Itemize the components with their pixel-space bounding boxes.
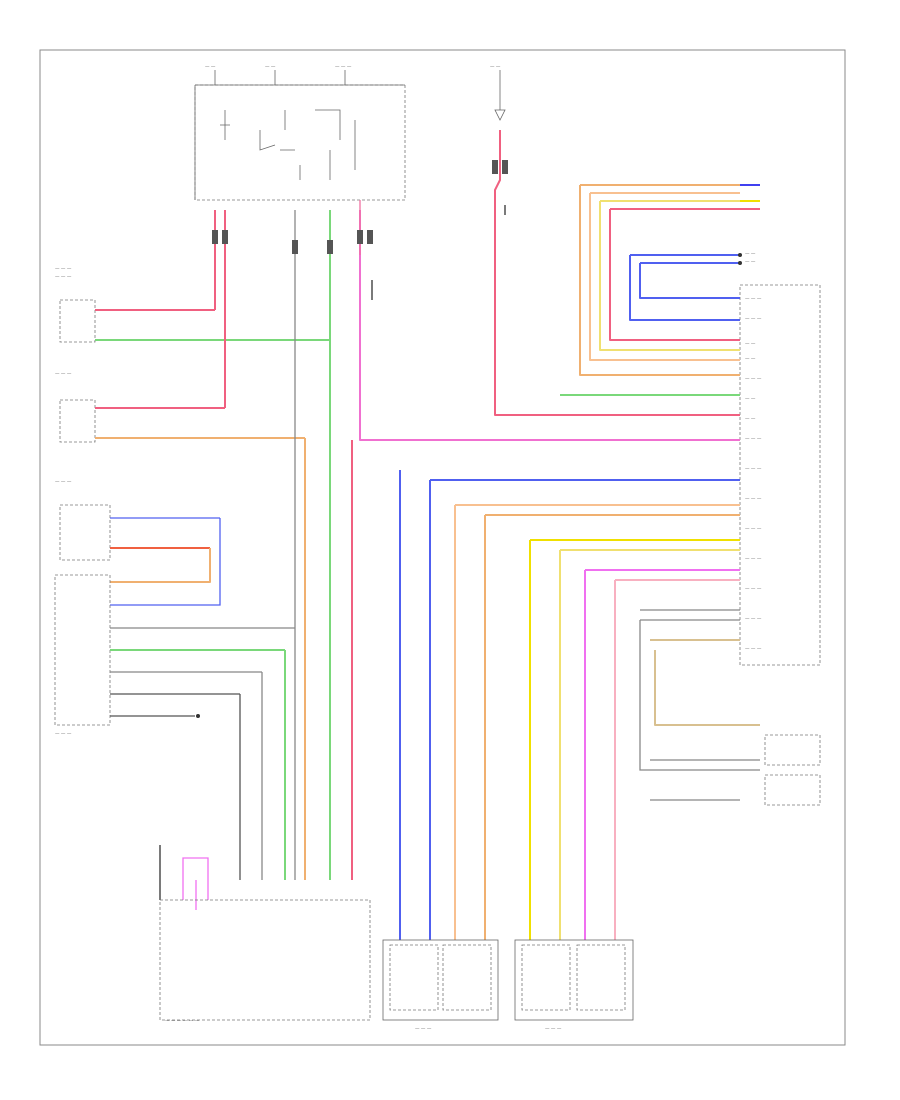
left-module-1: — — — — — —	[55, 210, 331, 343]
svg-text:— —: — —	[745, 252, 756, 257]
top-right-connector: — — — —	[580, 184, 760, 265]
left-module-4: — — —	[54, 574, 295, 737]
svg-text:— —: — —	[745, 260, 756, 265]
svg-text:— — —: — — —	[745, 527, 762, 532]
right-sensor-leads	[639, 609, 821, 806]
svg-text:— — —: — — —	[745, 437, 762, 442]
svg-text:— —: — —	[490, 65, 501, 70]
bottom-control-module: — — — — — —	[159, 899, 371, 1024]
svg-text:— — —: — — —	[415, 1027, 432, 1032]
svg-text:— —: — —	[745, 342, 756, 347]
right-module: — — — — — — — — — — — — — — — — — — — — …	[739, 284, 821, 666]
fuse-detail-right: — —	[490, 65, 506, 121]
left-module-2: — — —	[55, 210, 305, 443]
connector-marks	[212, 160, 508, 254]
svg-text:— — —: — — —	[745, 377, 762, 382]
svg-text:— — —: — — —	[745, 317, 762, 322]
svg-text:— — —: — — —	[745, 587, 762, 592]
svg-text:— — —: — — —	[745, 647, 762, 652]
power-feeds	[359, 130, 740, 441]
svg-text:— — —: — — —	[745, 497, 762, 502]
svg-text:— — —: — — —	[55, 372, 72, 377]
right-harness	[579, 185, 740, 376]
svg-text:— — —: — — —	[55, 732, 72, 737]
violet-loop	[182, 857, 209, 900]
svg-text:— —: — —	[745, 357, 756, 362]
diagram-frame	[39, 49, 846, 1046]
fuse-block: — — — — — — —	[194, 65, 406, 201]
svg-text:— — —: — — —	[55, 267, 72, 272]
svg-text:— —: — —	[745, 417, 756, 422]
svg-text:— — —: — — —	[745, 297, 762, 302]
svg-text:— — — — — —: — — — — — —	[165, 1019, 200, 1024]
svg-text:— — —: — — —	[745, 557, 762, 562]
svg-text:— —: — —	[205, 65, 216, 70]
svg-text:— —: — —	[265, 65, 276, 70]
svg-text:— —: — —	[745, 397, 756, 402]
svg-text:— — —: — — —	[55, 480, 72, 485]
sensor-box-a: — — —	[382, 939, 499, 1032]
svg-text:— — —: — — —	[745, 617, 762, 622]
sensor-box-b: — — —	[514, 939, 634, 1032]
svg-text:— — —: — — —	[55, 275, 72, 280]
left-module-3: — — —	[55, 480, 221, 606]
sensor-harness	[399, 470, 740, 940]
svg-text:— — —: — — —	[745, 467, 762, 472]
left-vertical-harness	[159, 210, 353, 900]
svg-text:— — —: — — —	[545, 1027, 562, 1032]
svg-text:— — —: — — —	[335, 65, 352, 70]
